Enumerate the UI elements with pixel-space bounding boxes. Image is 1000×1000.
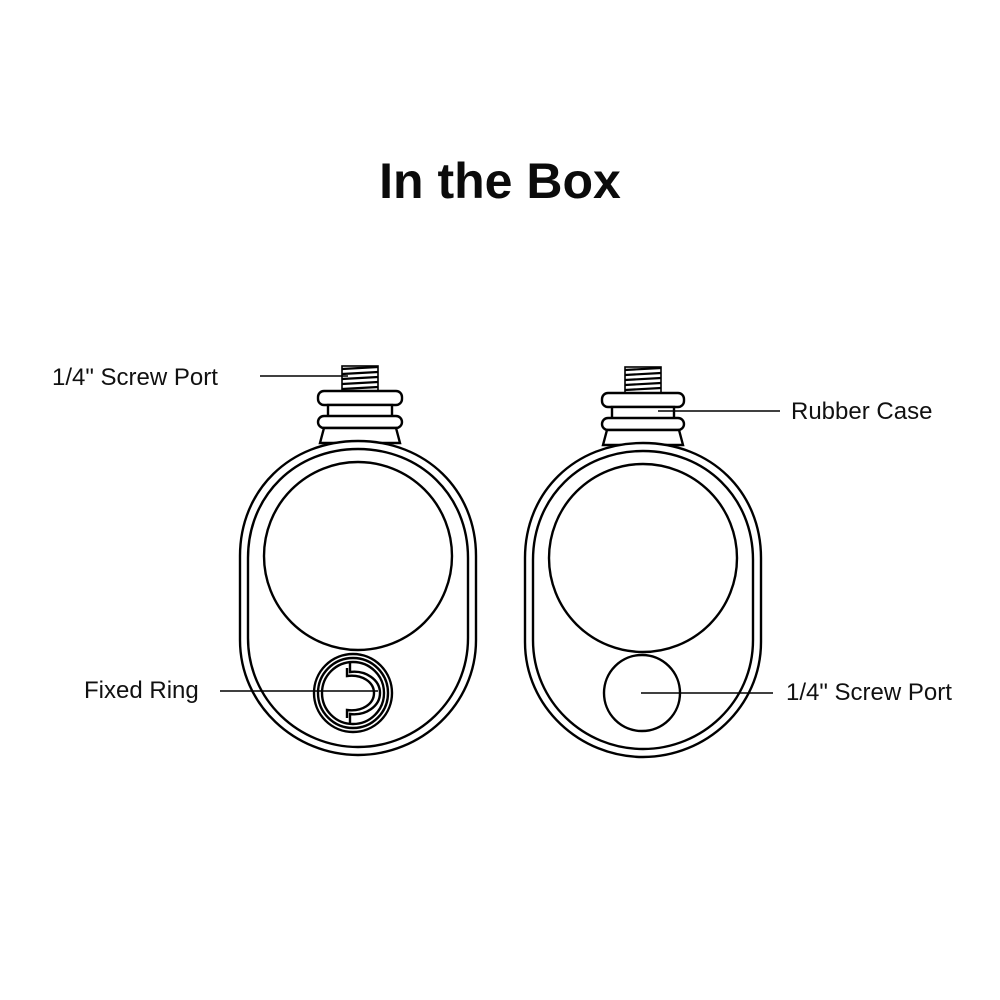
label-fixed-ring: Fixed Ring <box>84 677 199 704</box>
screw-thread-icon <box>624 366 662 394</box>
screw-thread-icon <box>341 365 379 393</box>
fixed-ring-icon <box>312 652 394 734</box>
page-title: In the Box <box>379 153 621 209</box>
mount-front-illustration <box>238 365 478 757</box>
label-screw-port-bottom: 1/4" Screw Port <box>786 679 952 706</box>
mount-back-illustration <box>523 366 763 759</box>
label-screw-port-top: 1/4" Screw Port <box>52 364 218 391</box>
label-rubber-case: Rubber Case <box>791 398 933 425</box>
